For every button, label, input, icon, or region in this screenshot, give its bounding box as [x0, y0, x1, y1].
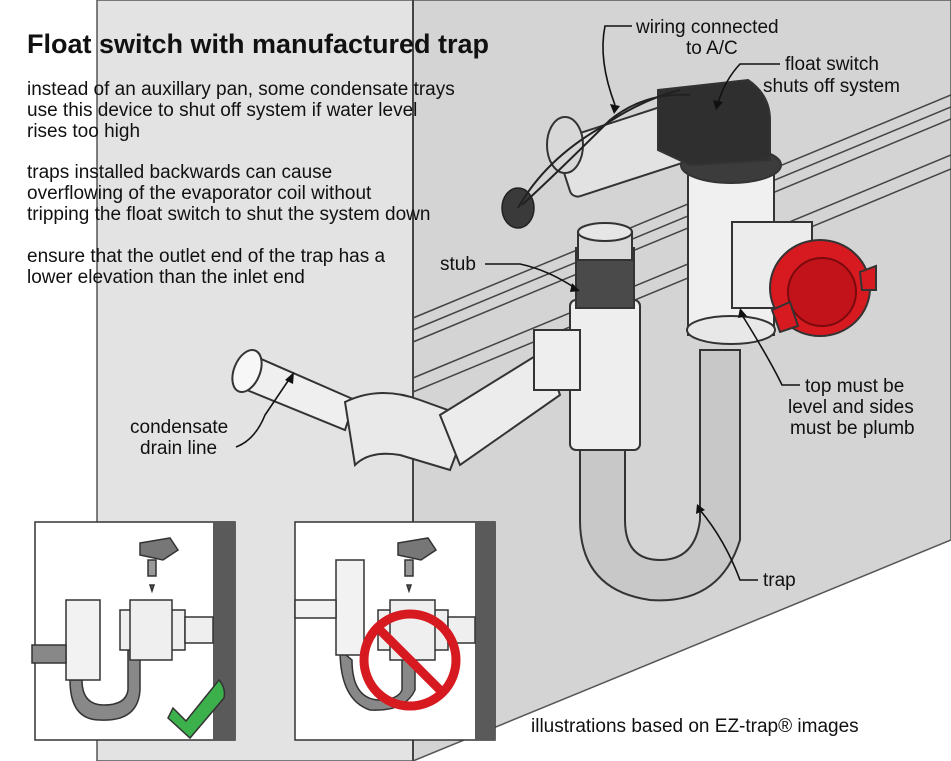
drain-leader — [235, 377, 291, 448]
top-label-line-1: top must be — [805, 376, 904, 397]
float-tee — [546, 78, 813, 345]
stub-leader — [485, 263, 576, 289]
paragraph-3-line-1: ensure that the outlet end of the trap h… — [27, 246, 386, 267]
top-label-line-3: must be plumb — [790, 418, 915, 439]
drain-label-line-2: drain line — [140, 438, 217, 459]
red-cleanout-cap — [769, 239, 877, 337]
drain-label-line-1: condensate — [130, 417, 228, 438]
callout-leaders — [235, 25, 800, 581]
wiring-label-line-1: wiring connected — [635, 17, 779, 38]
trap-body — [533, 222, 741, 602]
drain-pipe — [231, 348, 562, 472]
wiring-leader — [602, 25, 632, 106]
paragraph-1-line-1: instead of an auxillary pan, some conden… — [27, 79, 455, 100]
prohibited-icon — [359, 609, 461, 711]
paragraph-2-line-2: overflowing of the evaporator coil witho… — [27, 183, 372, 204]
top-label-line-2: level and sides — [788, 397, 914, 418]
paragraph-1-line-2: use this device to shut off system if wa… — [27, 100, 417, 121]
paragraph-2-line-3: tripping the float switch to shut the sy… — [27, 204, 430, 225]
float-switch-label-line-2: shuts off system — [763, 76, 900, 97]
inset-incorrect — [294, 521, 496, 741]
paragraph-1-line-3: rises too high — [27, 121, 140, 142]
wiring-label-line-2: to A/C — [686, 38, 738, 59]
float-switch-leader — [717, 63, 780, 104]
paragraph-3-line-2: lower elevation than the inlet end — [27, 267, 305, 288]
stub-label: stub — [440, 254, 476, 275]
inset-correct — [31, 521, 236, 741]
trap-label: trap — [763, 570, 796, 591]
trap-leader — [699, 509, 758, 581]
callout-labels: wiring connected to A/C float switch shu… — [130, 17, 915, 591]
top-leader — [741, 314, 800, 386]
unit-rails — [412, 94, 951, 393]
float-switch-label-line-1: float switch — [785, 54, 879, 75]
correct-check-icon — [167, 678, 226, 740]
image-credit: illustrations based on EZ-trap® images — [531, 716, 859, 737]
page-title: Float switch with manufactured trap — [27, 29, 489, 59]
paragraph-2-line-1: traps installed backwards can cause — [27, 162, 332, 183]
wiring — [501, 89, 691, 229]
intro-paragraphs: instead of an auxillary pan, some conden… — [27, 79, 455, 288]
